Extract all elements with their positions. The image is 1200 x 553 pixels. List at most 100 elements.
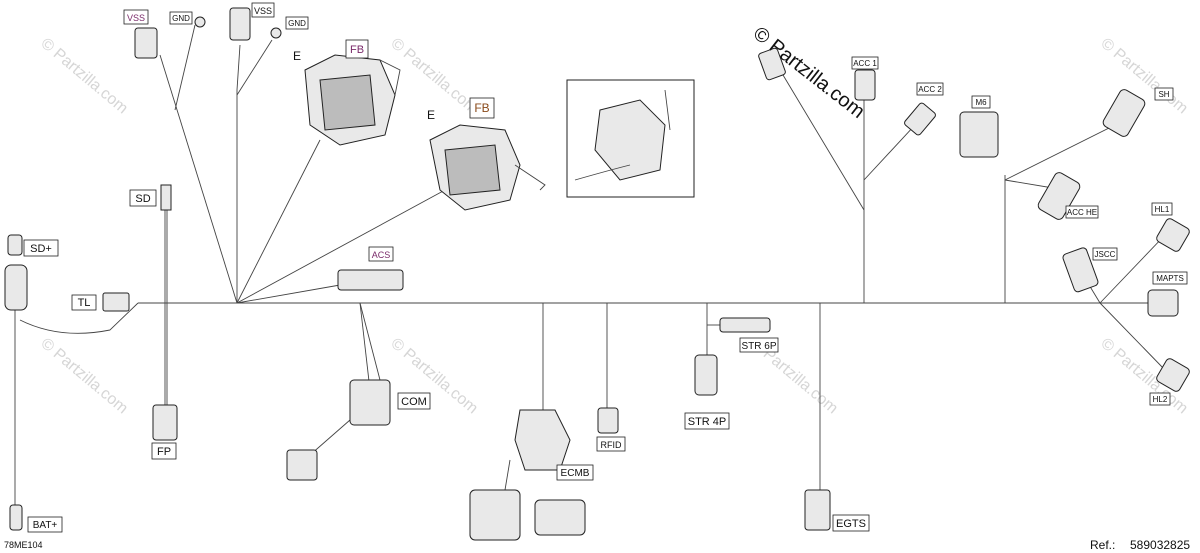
gnd2-label: GND: [288, 19, 306, 28]
jscc-label: JSCC: [1095, 250, 1116, 259]
jscc-label-box: [1092, 247, 1118, 261]
tl-connector: [102, 292, 130, 312]
sd-connector: [160, 184, 172, 211]
hl1-label: HL1: [1155, 205, 1170, 214]
gnd2-wire: [236, 39, 273, 96]
fb2-clip: [514, 164, 546, 191]
image-code: 78ME104: [4, 540, 43, 550]
fb2-label-box: [469, 97, 495, 119]
fb2-e-label: E: [427, 108, 435, 122]
egts-connector: [804, 489, 831, 531]
inset-wire: [574, 164, 631, 181]
fp-label-box: [151, 442, 177, 460]
ecmb-label: ECMB: [561, 468, 590, 479]
fb1-clip: [379, 59, 401, 96]
tl-wire: [19, 302, 139, 334]
rfid-label-box: [596, 436, 626, 452]
acs-label-box: [368, 246, 394, 262]
hl1-connector: [1156, 218, 1190, 252]
hl1-wire: [1099, 234, 1166, 304]
acs-label: ACS: [372, 250, 391, 260]
inset-clip: [664, 89, 671, 131]
sd-label: SD: [135, 193, 150, 205]
m6-connector: [959, 111, 999, 158]
connector-labels: VSS GND VSS GND E FB E FB SD SD+ TL ACS …: [23, 2, 1188, 533]
ref-number: 589032825: [1130, 538, 1190, 552]
sd-plus-boot: [4, 264, 28, 311]
acs-wire: [236, 284, 341, 304]
gnd2-terminal: [270, 27, 282, 39]
gnd1-label: GND: [172, 14, 190, 23]
gnd1-label-box: [169, 11, 193, 25]
ecmb-label-box: [556, 464, 594, 481]
fb1-label-box: [345, 39, 369, 59]
acc1-label: ACC 1: [853, 59, 877, 68]
hl1-label-box: [1151, 202, 1173, 216]
egts-label: EGTS: [836, 518, 866, 530]
com-connector: [349, 379, 391, 426]
m6-label: M6: [975, 98, 987, 107]
tl-label: TL: [78, 297, 91, 309]
acc2-label: ACC 2: [918, 85, 942, 94]
hl2-wire: [1005, 302, 1166, 371]
com-sub-wire: [309, 419, 351, 456]
egts-label-box: [832, 514, 870, 532]
harness-wires: [14, 24, 1166, 505]
bat-plus-terminal: [9, 504, 23, 531]
top-connector-wire: [779, 69, 865, 211]
watermark-4: © Partzilla.com: [37, 335, 131, 417]
fb2-label: FB: [474, 101, 489, 115]
fb1-label: FB: [350, 44, 364, 56]
vss1-wire: [159, 54, 238, 304]
acc2-connector: [904, 102, 936, 136]
sh-label-box: [1154, 87, 1174, 101]
str6p-label: STR 6P: [741, 341, 776, 352]
com-label-box: [397, 392, 431, 410]
sd-plus-terminal: [7, 234, 23, 256]
ref-label: Ref.:: [1090, 538, 1115, 552]
str6p-label-box: [739, 337, 779, 353]
connectors: [4, 7, 1190, 541]
acs-connector: [337, 269, 404, 291]
bat-plus-label-box: [27, 516, 63, 533]
sh-wire: [1004, 124, 1116, 181]
tl-label-box: [71, 294, 97, 311]
acc-he-connector: [1037, 172, 1081, 220]
fb2-wire: [236, 189, 446, 304]
acc1-connector: [854, 69, 876, 101]
str4p-connector: [694, 354, 718, 396]
vss2-label-box: [251, 2, 275, 18]
fb1-connector-face: [319, 74, 376, 131]
hl2-connector: [1156, 358, 1190, 392]
acc2-label-box: [916, 82, 944, 96]
com-wire-1: [359, 302, 371, 391]
sd-plus-label: SD+: [30, 243, 52, 255]
bat-plus-label: BAT+: [33, 520, 58, 531]
vss2-label: VSS: [254, 6, 272, 16]
gnd2-label-box: [285, 16, 309, 30]
acc-he-label: ACC HE: [1067, 208, 1097, 217]
rfid-label: RFID: [601, 440, 622, 450]
com-sub-connector: [286, 449, 318, 481]
inset-connector: [594, 99, 666, 181]
vss2-connector: [229, 7, 251, 41]
acc1-label-box: [851, 56, 879, 70]
sh-connector: [1102, 89, 1146, 137]
top-connector: [758, 47, 786, 81]
str6p-connector: [719, 317, 771, 333]
watermark-1: © Partzilla.com: [37, 35, 131, 117]
mapts-label: MAPTS: [1156, 274, 1184, 283]
hl2-label: HL2: [1153, 395, 1168, 404]
sd-label-box: [129, 189, 157, 207]
vss1-connector: [134, 27, 158, 59]
sh-label: SH: [1158, 90, 1169, 99]
ecmb-sub-connector-1: [469, 489, 521, 541]
mapts-label-box: [1152, 271, 1188, 285]
fp-label: FP: [157, 446, 171, 458]
vss2-wire: [236, 44, 241, 303]
vss1-label: VSS: [127, 13, 145, 23]
hl2-label-box: [1149, 392, 1171, 406]
rfid-connector: [597, 407, 619, 434]
m6-label-box: [971, 95, 991, 109]
